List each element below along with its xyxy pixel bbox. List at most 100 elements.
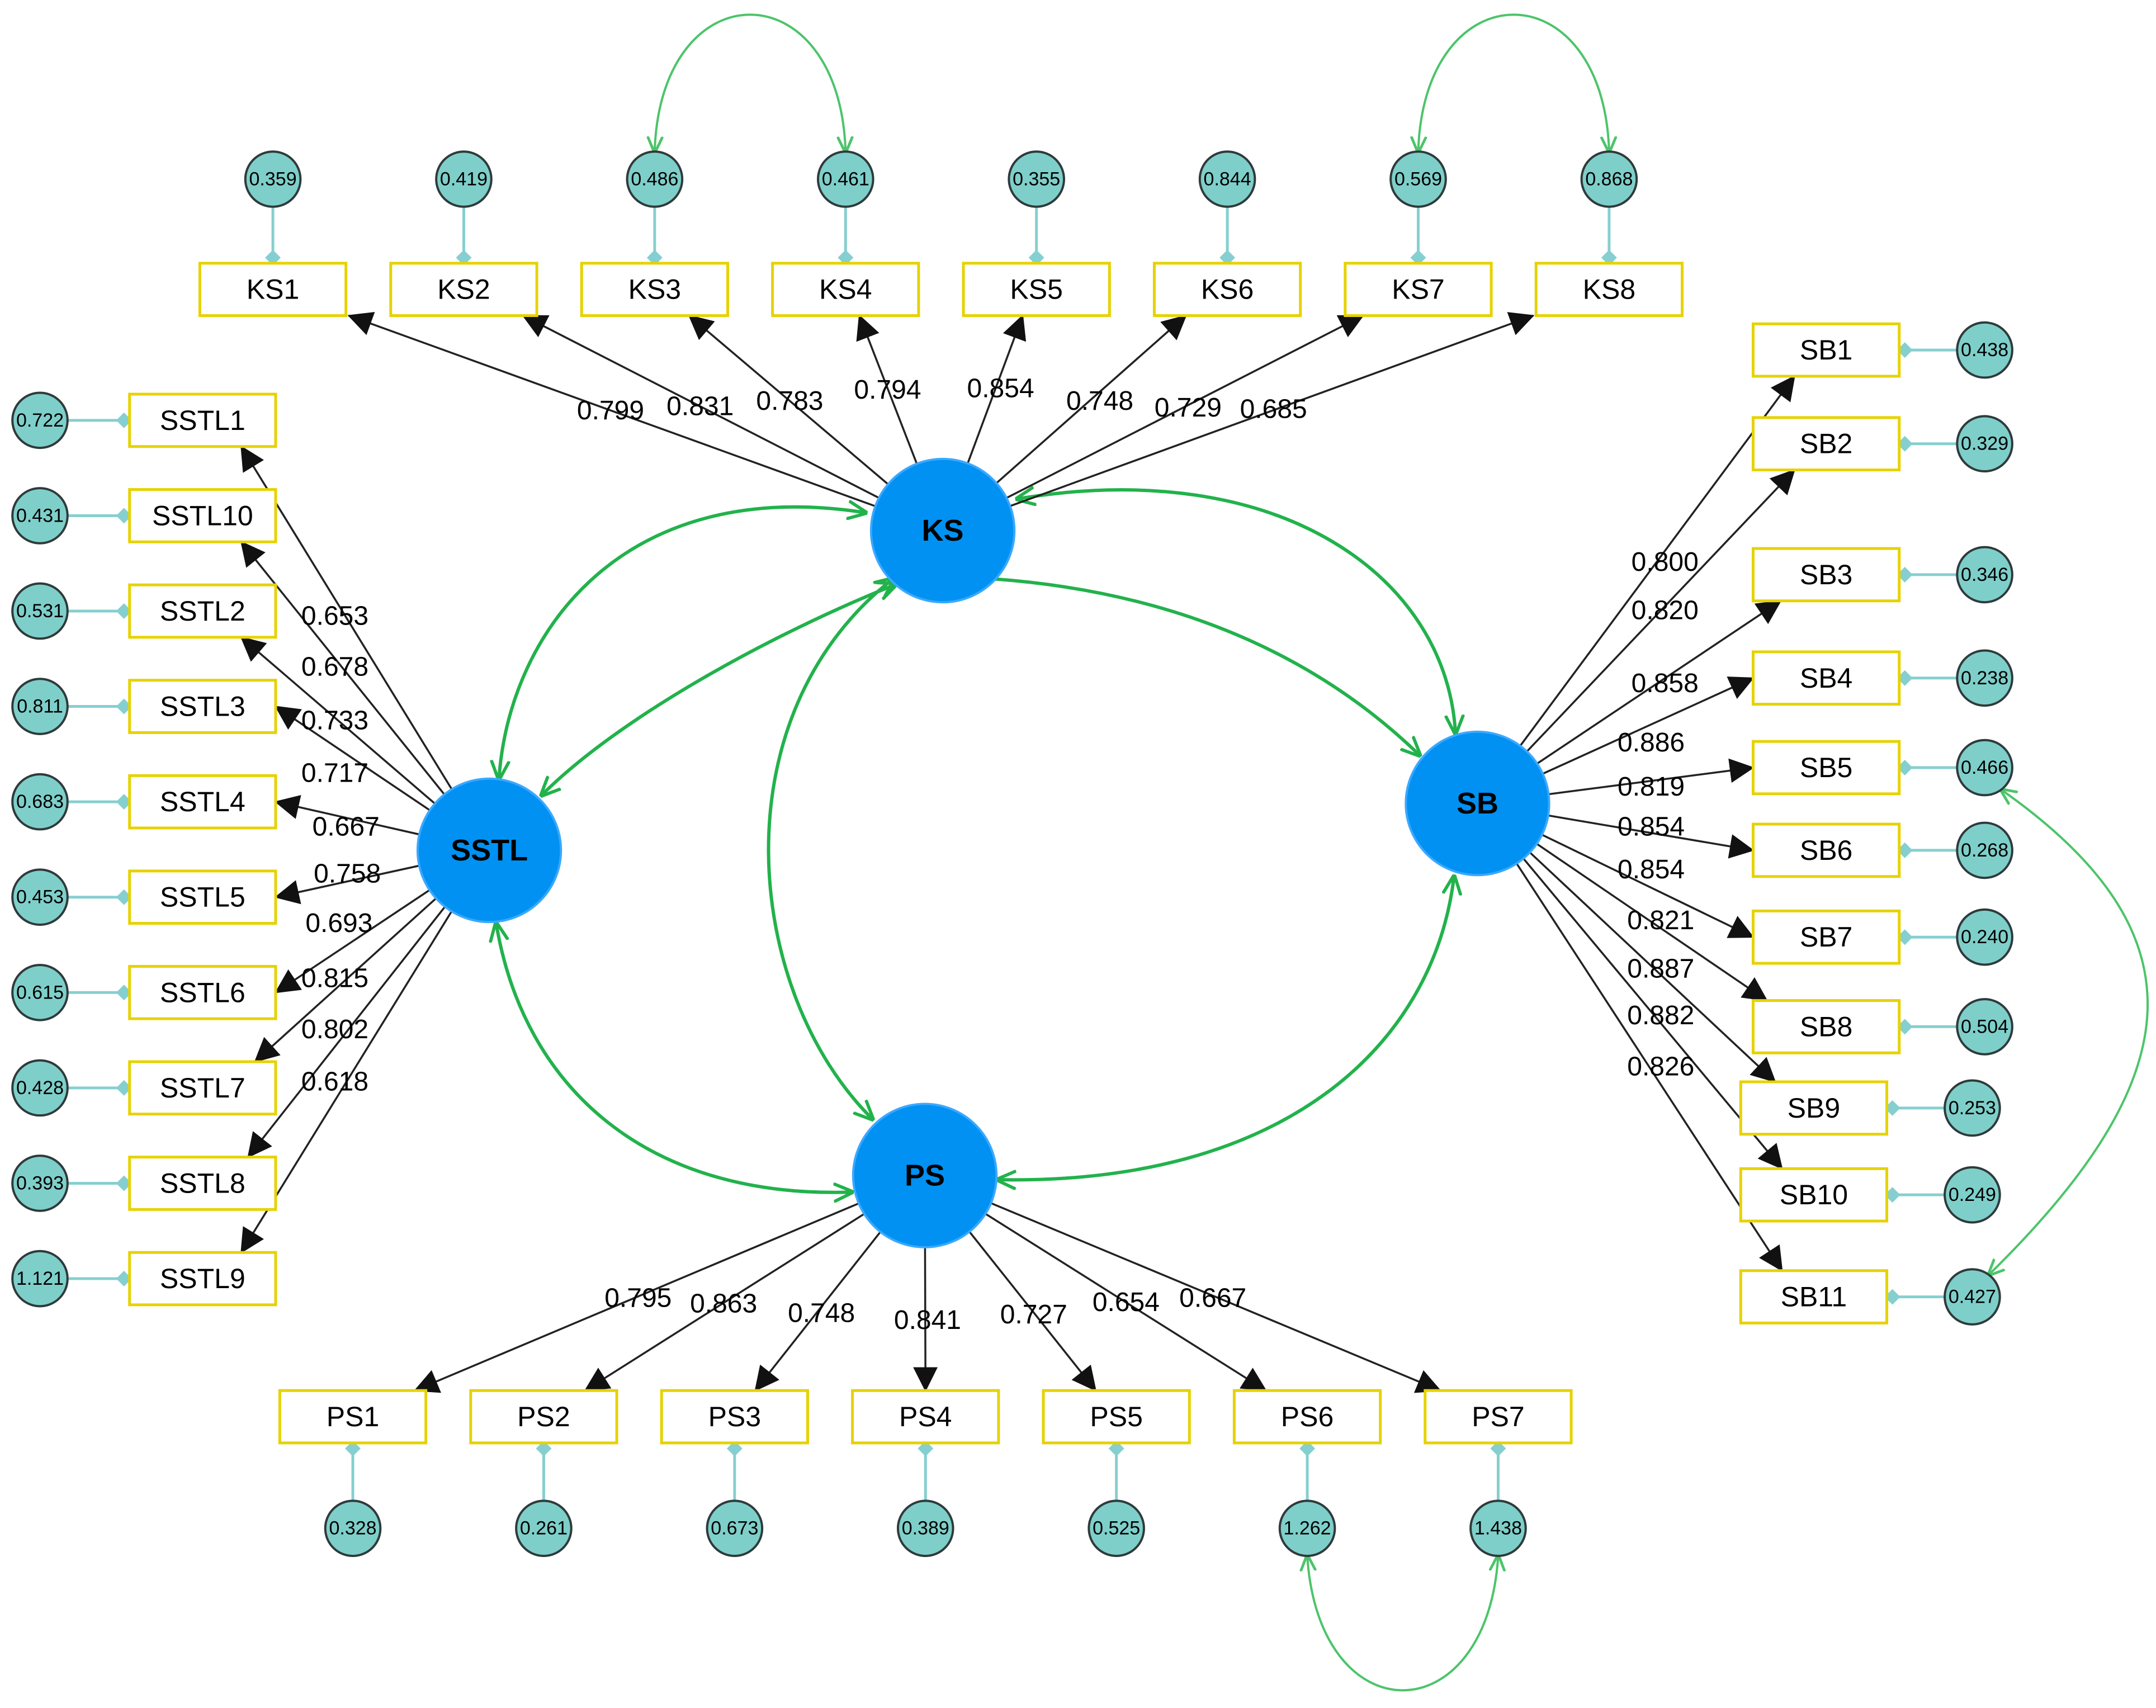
error-circle-ps1 [324, 1499, 382, 1557]
indicator-label-sb8: SB8 [1800, 1011, 1853, 1042]
loading-path-sstl2 [240, 636, 436, 805]
error-term-sstl3: 0.811 [11, 678, 69, 735]
indicator-sb3: SB3 [1751, 547, 1901, 603]
error-variance-sb2: 0.329 [1961, 433, 2008, 455]
error-term-sstl4: 0.683 [11, 773, 69, 831]
error-circle-sb4 [1956, 649, 2013, 707]
error-diamond-sb3 [1897, 566, 1913, 583]
error-variance-ks1: 0.359 [249, 168, 297, 190]
loading-path-sstl6 [275, 889, 431, 993]
error-diamond-sb10 [1884, 1187, 1900, 1203]
loading-value-sstl6: 0.693 [305, 909, 372, 938]
indicator-box-sstl9 [128, 1251, 277, 1307]
error-term-ps6: 1.262 [1278, 1499, 1336, 1557]
indicator-box-sb1 [1751, 322, 1901, 378]
loading-path-sb3 [1536, 600, 1782, 765]
indicator-sstl1: SSTL1 [128, 392, 277, 448]
indicator-box-ps1 [278, 1389, 428, 1445]
loading-path-ps2 [584, 1213, 865, 1392]
indicator-box-ps7 [1424, 1389, 1573, 1445]
loading-value-sb10: 0.882 [1627, 1001, 1694, 1030]
indicator-box-sstl10 [128, 488, 277, 543]
indicator-sstl9: SSTL9 [128, 1251, 277, 1307]
indicator-ks6: KS6 [1152, 262, 1302, 317]
error-diamond-ps1 [345, 1440, 361, 1456]
latent-circle-sstl [416, 777, 562, 924]
indicator-box-sb3 [1751, 547, 1901, 603]
indicator-label-ps1: PS1 [327, 1401, 380, 1432]
loading-value-ps6: 0.654 [1093, 1288, 1160, 1317]
loading-value-ks3: 0.783 [756, 386, 823, 416]
error-circle-ks1 [244, 150, 302, 208]
error-diamond-ks4 [838, 249, 854, 266]
indicator-ks2: KS2 [389, 262, 538, 317]
error-diamond-ps3 [726, 1440, 743, 1456]
error-term-sstl7: 0.428 [11, 1059, 69, 1117]
error-diamond-sb9 [1884, 1100, 1900, 1116]
error-term-sb5: 0.466 [1956, 739, 2013, 797]
indicator-box-ks3 [580, 262, 730, 317]
indicator-label-ps6: PS6 [1281, 1401, 1334, 1432]
loading-value-sstl2: 0.733 [301, 706, 368, 736]
loading-path-ks8 [1009, 312, 1535, 507]
indicator-label-ks8: KS8 [1583, 274, 1636, 305]
latent-circle-sb [1405, 730, 1550, 877]
indicator-sb10: SB10 [1739, 1167, 1889, 1223]
loading-value-ks2: 0.831 [666, 392, 734, 422]
latent-circle-ks [869, 457, 1016, 604]
loading-value-ks8: 0.685 [1240, 395, 1307, 424]
loading-path-ks2 [522, 314, 880, 499]
loading-path-ks4 [856, 314, 918, 465]
covariance-ks-sstl [499, 507, 866, 779]
indicator-sstl4: SSTL4 [128, 774, 277, 830]
error-diamond-ks5 [1028, 249, 1044, 266]
error-diamond-sb6 [1897, 842, 1913, 858]
loading-path-sstl4 [274, 794, 420, 836]
loading-path-sstl7 [254, 897, 437, 1063]
error-diamond-sb7 [1897, 929, 1913, 945]
indicator-label-sb7: SB7 [1800, 921, 1853, 953]
error-variance-ks7: 0.569 [1394, 168, 1442, 190]
indicator-box-ks7 [1344, 262, 1493, 317]
loading-path-sb10 [1523, 858, 1783, 1170]
indicator-label-sstl7: SSTL7 [160, 1072, 245, 1104]
error-circle-sstl4 [11, 773, 69, 831]
error-term-sb8: 0.504 [1956, 998, 2013, 1056]
error-circle-ks8 [1580, 150, 1638, 208]
indicator-label-ks7: KS7 [1392, 274, 1445, 305]
error-term-ps5: 0.525 [1088, 1499, 1145, 1557]
indicator-sb8: SB8 [1751, 999, 1901, 1054]
error-term-ks4: 0.461 [816, 150, 874, 208]
loading-value-sb4: 0.886 [1618, 728, 1685, 758]
indicator-sb9: SB9 [1739, 1080, 1889, 1136]
loading-path-ps1 [413, 1202, 859, 1393]
error-covariance-ps6-ps7 [1307, 1556, 1498, 1692]
indicator-box-sb10 [1739, 1167, 1889, 1223]
error-diamond-sstl6 [116, 985, 132, 1001]
indicator-label-sb6: SB6 [1800, 835, 1853, 866]
error-circle-sstl1 [11, 391, 69, 450]
covariance-sb-ps [998, 877, 1454, 1180]
error-term-sstl1: 0.722 [11, 391, 69, 450]
indicator-ks7: KS7 [1344, 262, 1493, 317]
error-diamond-ks2 [456, 249, 472, 266]
error-variance-ps2: 0.261 [520, 1518, 568, 1539]
error-circle-ks3 [626, 150, 684, 208]
loading-value-ks6: 0.748 [1066, 386, 1133, 416]
error-circle-sb10 [1944, 1166, 2001, 1224]
indicator-ps6: PS6 [1232, 1389, 1382, 1445]
error-term-sb3: 0.346 [1956, 546, 2013, 604]
loading-value-sstl10: 0.678 [301, 652, 368, 682]
indicator-sb4: SB4 [1751, 650, 1901, 706]
error-variance-ks3: 0.486 [631, 168, 678, 190]
loading-value-ps7: 0.667 [1179, 1284, 1246, 1313]
indicator-ps2: PS2 [469, 1389, 618, 1445]
indicator-sstl7: SSTL7 [128, 1060, 277, 1116]
error-circle-sstl10 [11, 487, 69, 545]
loading-path-ps6 [985, 1213, 1267, 1392]
error-diamond-ks3 [646, 249, 663, 266]
loading-path-sstl8 [247, 906, 446, 1158]
indicator-ks1: KS1 [198, 262, 348, 317]
error-variance-ps3: 0.673 [711, 1518, 758, 1539]
